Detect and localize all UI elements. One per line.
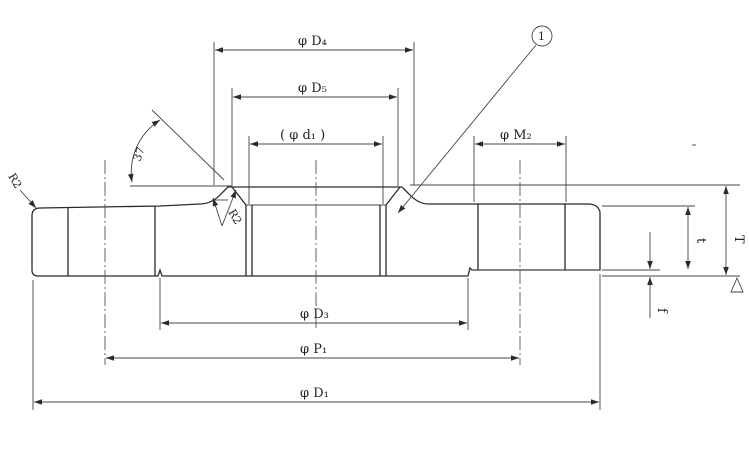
label-T: T <box>731 235 746 244</box>
radius-leader-hub <box>212 197 223 227</box>
label-t: t <box>693 238 708 244</box>
angle-arc <box>127 119 161 183</box>
label-d3: φ D₃ <box>300 307 329 322</box>
label-radius-left: R2 <box>5 171 24 191</box>
flange-outline <box>31 186 601 277</box>
label-f: f <box>654 308 669 314</box>
chamfer-right <box>385 186 401 206</box>
radius-leader-hub-b <box>221 189 237 227</box>
label-d1-bore: ( φ d₁ ) <box>280 128 325 143</box>
callout-circle <box>531 25 553 47</box>
label-m2: φ M₂ <box>500 128 532 143</box>
label-p1: φ P₁ <box>300 342 327 357</box>
label-angle: 37 <box>131 145 148 163</box>
angle-leader <box>151 109 225 181</box>
label-callout: 1 <box>538 30 545 43</box>
radius-leader-left <box>19 189 37 209</box>
callout-leader <box>397 44 537 214</box>
label-d5: φ D₅ <box>298 81 327 96</box>
label-d1-outer: φ D₁ <box>300 386 329 401</box>
datum-triangle-icon <box>730 276 744 293</box>
label-d4: φ D₄ <box>298 34 327 49</box>
